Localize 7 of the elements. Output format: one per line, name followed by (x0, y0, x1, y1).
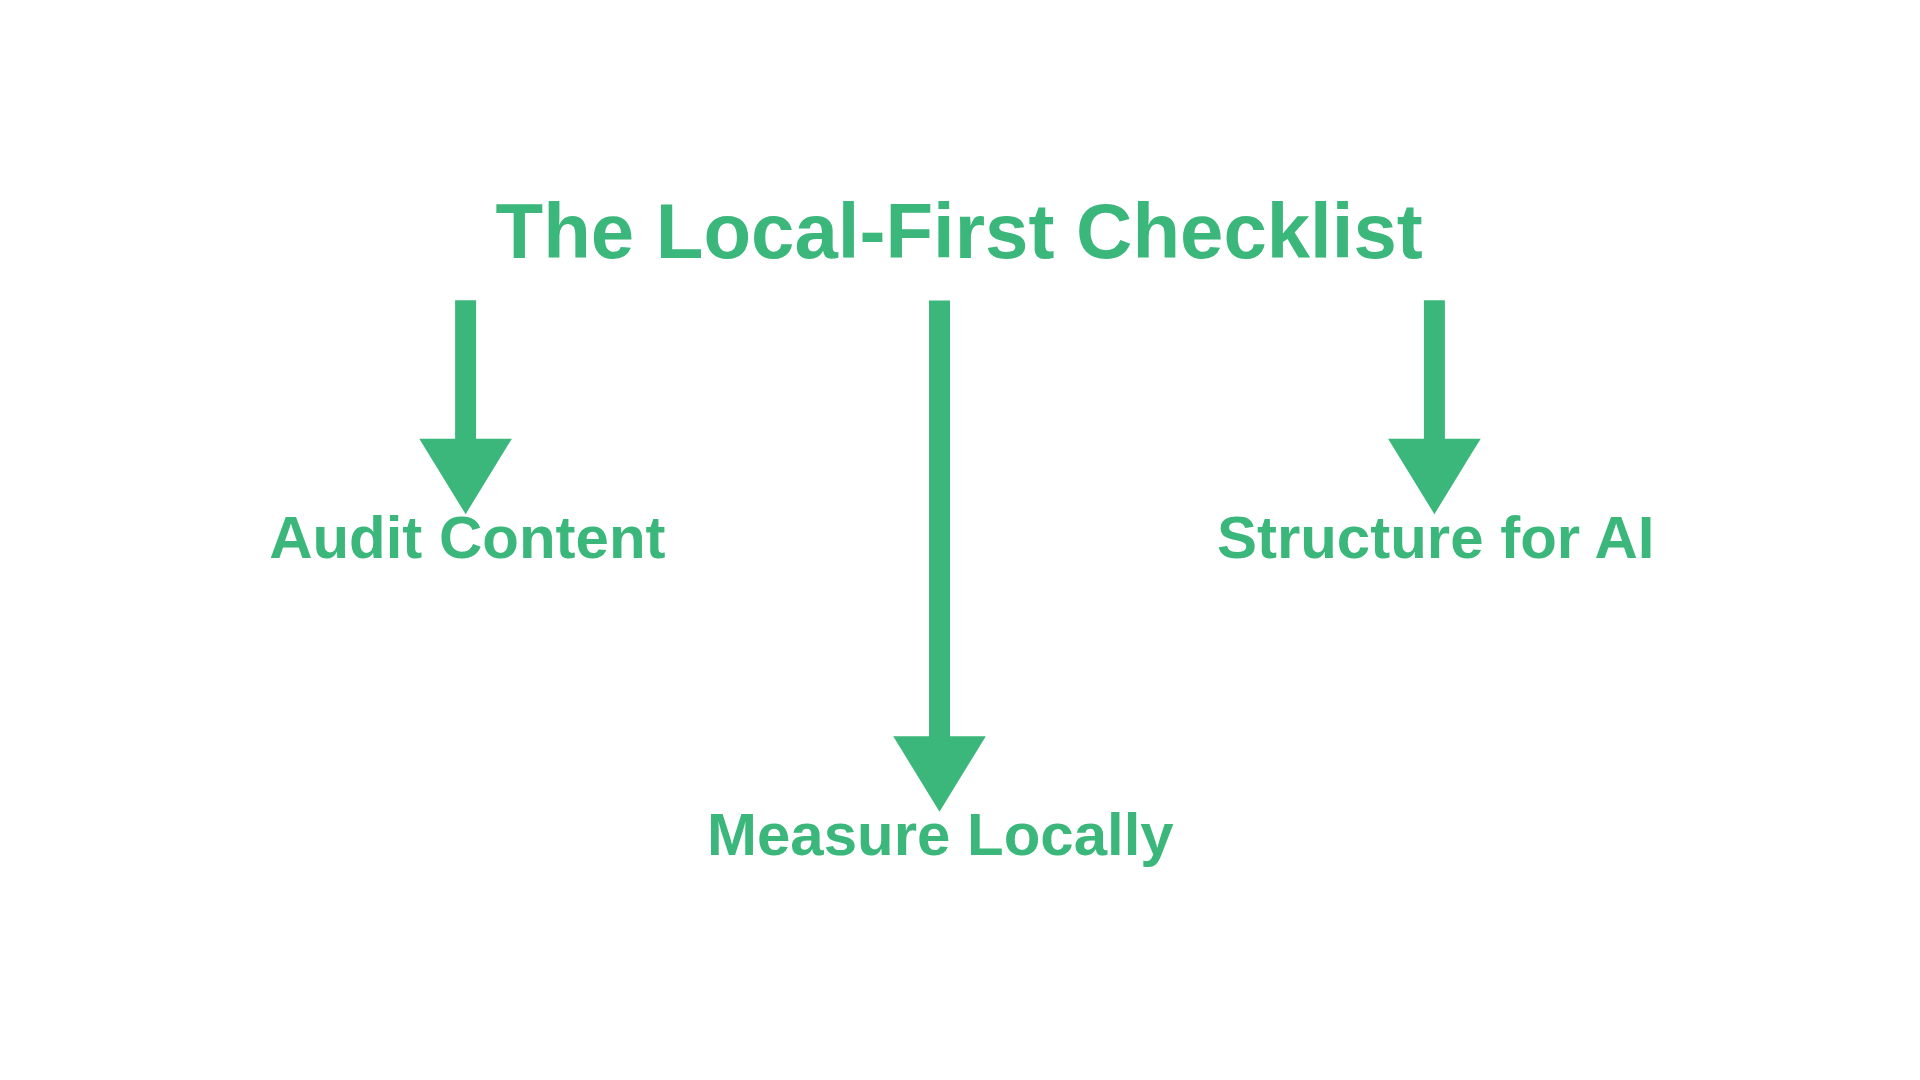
arrow (892, 300, 986, 812)
arrow (418, 299, 512, 514)
diagram-title: The Local-First Checklist (495, 186, 1423, 275)
node-text: Structure for AI (1216, 503, 1655, 571)
arrow (1387, 299, 1481, 514)
node-text: Audit Content (268, 503, 666, 571)
node-text: Measure Locally (706, 800, 1174, 868)
